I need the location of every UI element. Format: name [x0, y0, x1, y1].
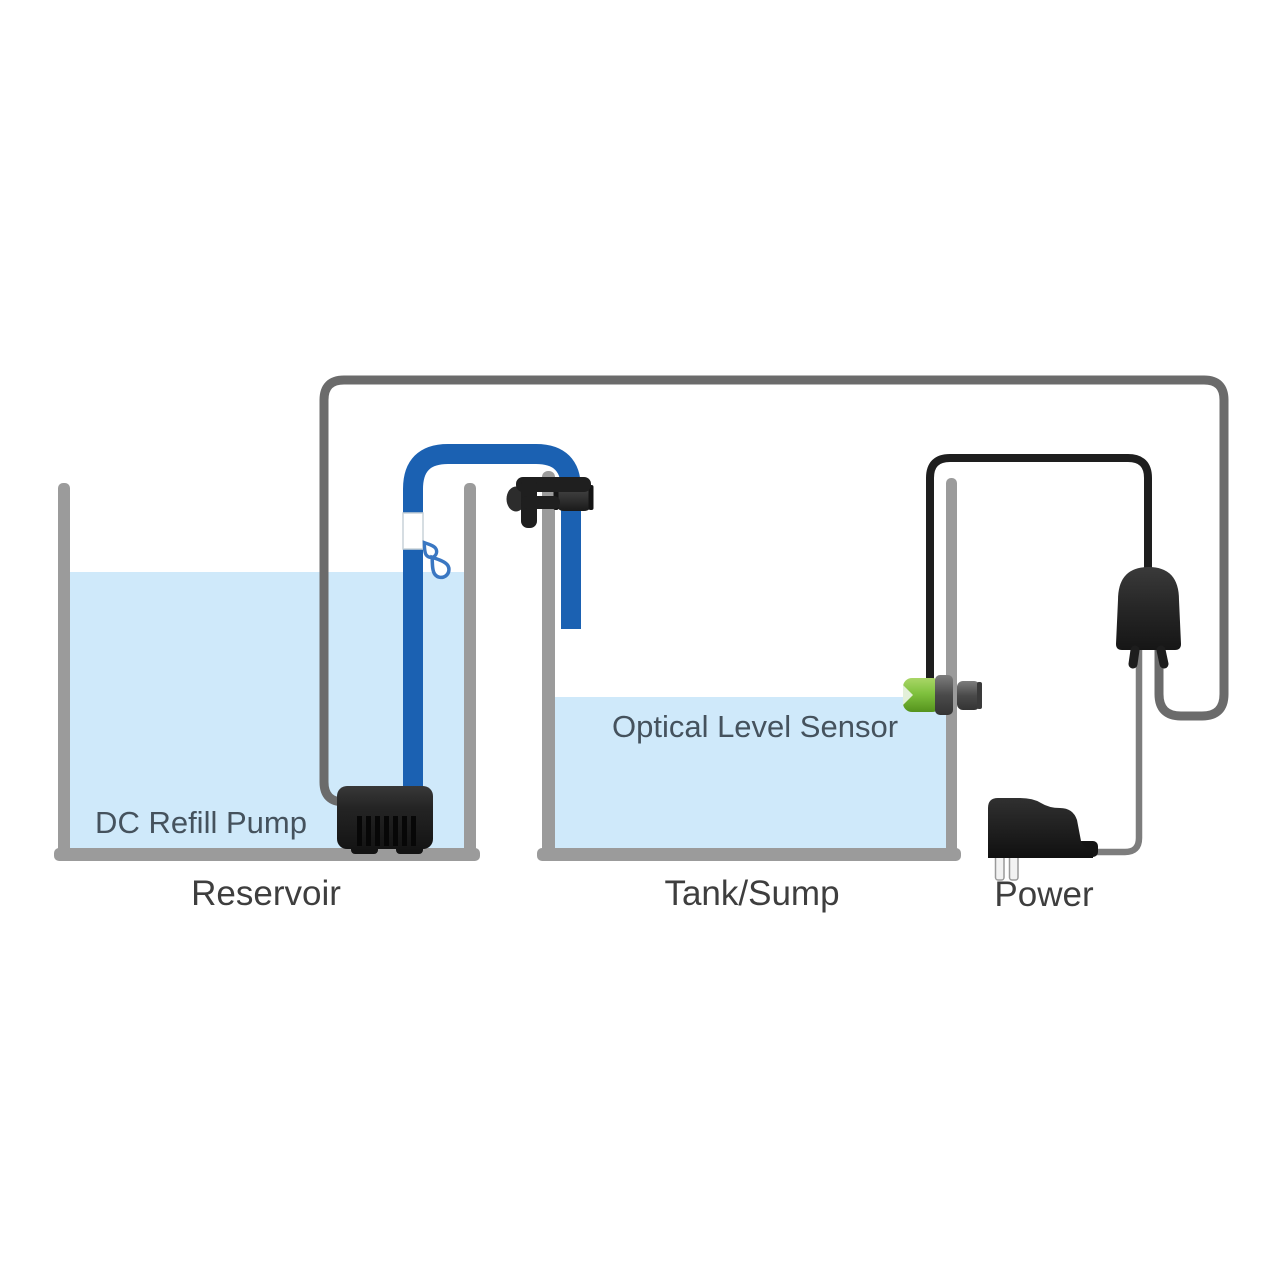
- tank-bottom: [537, 848, 961, 861]
- tank-sump: [537, 471, 961, 861]
- label-power: Power: [994, 875, 1094, 914]
- tube-union-fitting: [402, 512, 424, 550]
- tank-water: [555, 697, 946, 852]
- clamp-middle-bar: [521, 496, 560, 509]
- sensor-green-head: [903, 678, 941, 712]
- reservoir-left-wall: [58, 483, 70, 855]
- reservoir-tank: [54, 483, 480, 861]
- sensor-optical-tip: [903, 685, 913, 705]
- reservoir-right-wall: [464, 483, 476, 855]
- tank-left-wall: [542, 471, 555, 855]
- dc-refill-pump: [337, 786, 433, 854]
- power-adapter: [988, 798, 1098, 881]
- label-tank-sump: Tank/Sump: [664, 874, 840, 913]
- power-cord: [1082, 636, 1143, 856]
- adapter-body: [988, 798, 1093, 858]
- pump-cable: [319, 375, 1229, 807]
- label-optical-level-sensor: Optical Level Sensor: [611, 709, 899, 744]
- clamp-thumbscrew: [506, 486, 526, 512]
- tube-mount-clamp: [506, 477, 594, 528]
- sensor-cable: [926, 454, 1152, 694]
- pump-intake-slots: [357, 816, 416, 846]
- splitter-cable-stubs: [1128, 645, 1169, 669]
- cable-splitter: [1116, 567, 1181, 650]
- optical-level-sensor: [903, 675, 982, 715]
- label-reservoir: Reservoir: [191, 874, 341, 913]
- sensor-outer-cap: [977, 682, 982, 709]
- clamp-barrel-cap-right: [588, 485, 594, 510]
- label-dc-refill-pump: DC Refill Pump: [95, 805, 307, 840]
- refill-tube: [403, 444, 581, 792]
- tank-right-wall: [946, 478, 957, 855]
- sensor-outer-clamp: [957, 681, 980, 710]
- sensor-lock-ring: [935, 675, 953, 715]
